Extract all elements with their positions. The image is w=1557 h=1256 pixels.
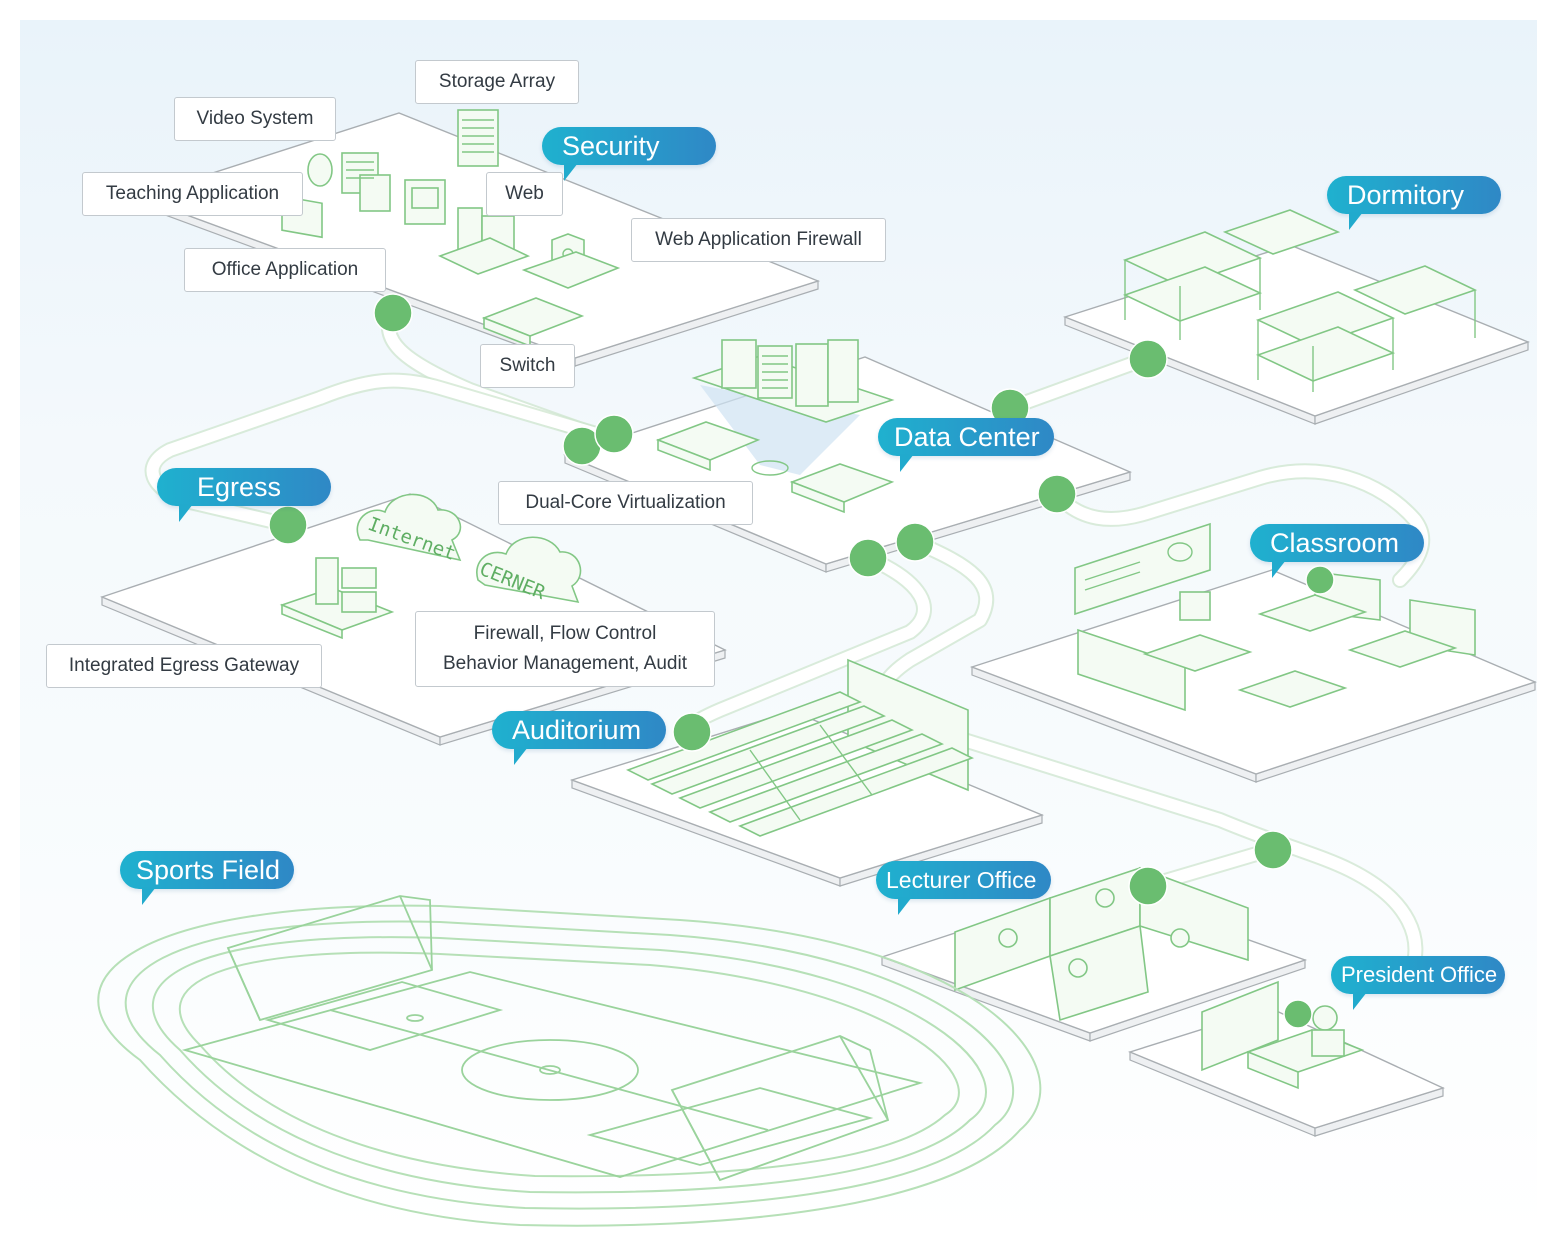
- network-topology-diagram: Storage Array Video System Teaching Appl…: [20, 20, 1537, 1236]
- isometric-scene: [97, 109, 1537, 1227]
- label-firewall-line1: Firewall, Flow Control: [473, 623, 657, 644]
- data-center-equipment: [655, 339, 895, 514]
- bubble-egress[interactable]: Egress: [157, 468, 331, 522]
- classroom-platform: [969, 522, 1537, 783]
- label-web-application-firewall: Web Application Firewall: [631, 218, 886, 262]
- bubble-security[interactable]: Security: [542, 127, 716, 181]
- security-equipment: [281, 109, 621, 348]
- data-center-platform: [562, 339, 1133, 573]
- node-dc-left-b: [594, 414, 634, 454]
- node-security: [373, 293, 413, 333]
- node-auditorium: [672, 712, 712, 752]
- node-lecturer-office: [1128, 866, 1168, 906]
- bubble-sports-field[interactable]: Sports Field: [120, 851, 294, 905]
- node-dc-right: [1037, 474, 1077, 514]
- label-switch: Switch: [480, 344, 575, 388]
- label-storage-array: Storage Array: [415, 60, 579, 104]
- connection-nodes: [268, 293, 1335, 1029]
- auditorium-platform: [569, 658, 1045, 887]
- bubble-classroom[interactable]: Classroom: [1250, 524, 1424, 578]
- node-egress: [268, 505, 308, 545]
- node-dc-bottom-b: [895, 522, 935, 562]
- label-firewall-line2: Behavior Management, Audit: [443, 653, 687, 674]
- label-web: Web: [486, 172, 563, 216]
- security-platform: [135, 109, 821, 367]
- node-classroom: [1305, 565, 1335, 595]
- classroom-equipment: [1074, 522, 1476, 712]
- bubble-president-office[interactable]: President Office: [1331, 956, 1505, 1010]
- label-office-application: Office Application: [184, 248, 386, 292]
- dormitory-platform: [1062, 209, 1530, 425]
- auditorium-equipment: [625, 658, 975, 837]
- bubble-lecturer-office[interactable]: Lecturer Office: [876, 861, 1051, 915]
- node-dormitory: [1128, 339, 1168, 379]
- sports-field: [97, 895, 1042, 1227]
- president-office-equipment: [1201, 980, 1365, 1090]
- node-junction: [1253, 830, 1293, 870]
- bubble-data-center[interactable]: Data Center: [878, 418, 1054, 472]
- egress-equipment: [279, 493, 582, 640]
- node-president-office: [1283, 999, 1313, 1029]
- label-firewall-flow-control: Firewall, Flow Control Behavior Manageme…: [415, 611, 715, 687]
- label-video-system: Video System: [174, 97, 336, 141]
- dormitory-equipment: [1122, 209, 1478, 392]
- bubble-dormitory[interactable]: Dormitory: [1327, 176, 1501, 230]
- bubble-auditorium[interactable]: Auditorium: [492, 711, 666, 765]
- label-teaching-application: Teaching Application: [82, 172, 303, 216]
- node-dc-bottom-a: [848, 538, 888, 578]
- president-office-platform: [1127, 980, 1445, 1137]
- label-dual-core-virtualization: Dual-Core Virtualization: [498, 481, 753, 525]
- label-integrated-egress-gateway: Integrated Egress Gateway: [46, 644, 322, 688]
